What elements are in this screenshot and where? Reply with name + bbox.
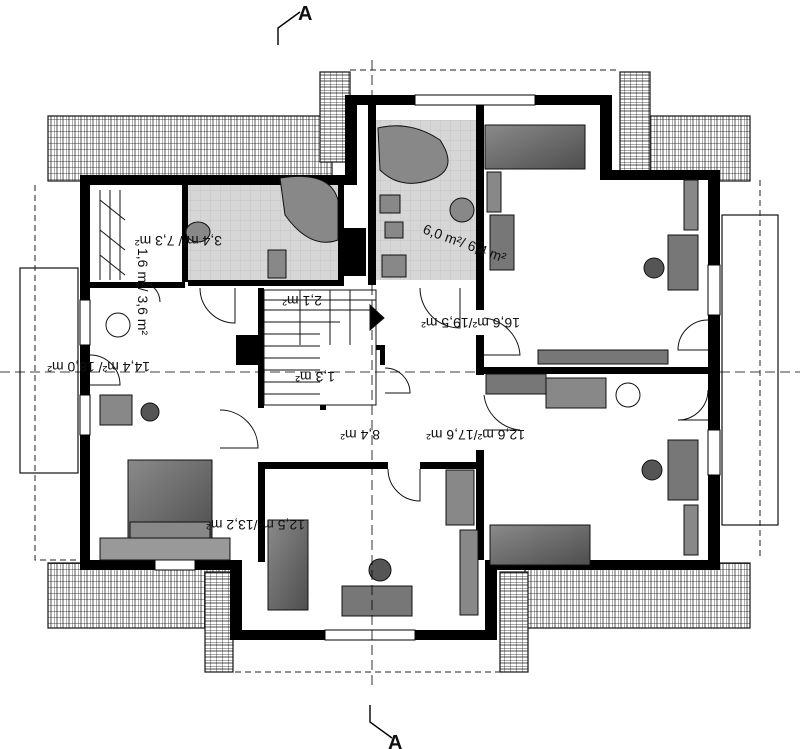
area-label: 3,4 m²/ 7,3 m²	[135, 233, 222, 249]
section-mark-top: A	[298, 3, 312, 25]
area-label: 1,6 m²/ 3,6 m²	[135, 248, 151, 335]
area-label: 16,6 m²/19,5 m²	[421, 315, 520, 331]
area-label: 14,4 m²/ 18,0 m²	[47, 359, 150, 375]
balconies	[19, 214, 779, 526]
doors	[89, 281, 709, 502]
area-label: 12,5 m²/13,2 m²	[206, 517, 305, 533]
section-mark-bottom: A	[388, 732, 402, 749]
staircase	[263, 289, 385, 406]
area-label: 12,6 m²/17,6 m²	[426, 427, 525, 443]
section-line	[0, 11, 800, 739]
area-label: 1,3 m²	[295, 369, 335, 385]
area-label: 2,1 m²	[282, 293, 322, 309]
area-label: 8,4 m²	[340, 427, 380, 443]
furniture	[99, 124, 699, 617]
